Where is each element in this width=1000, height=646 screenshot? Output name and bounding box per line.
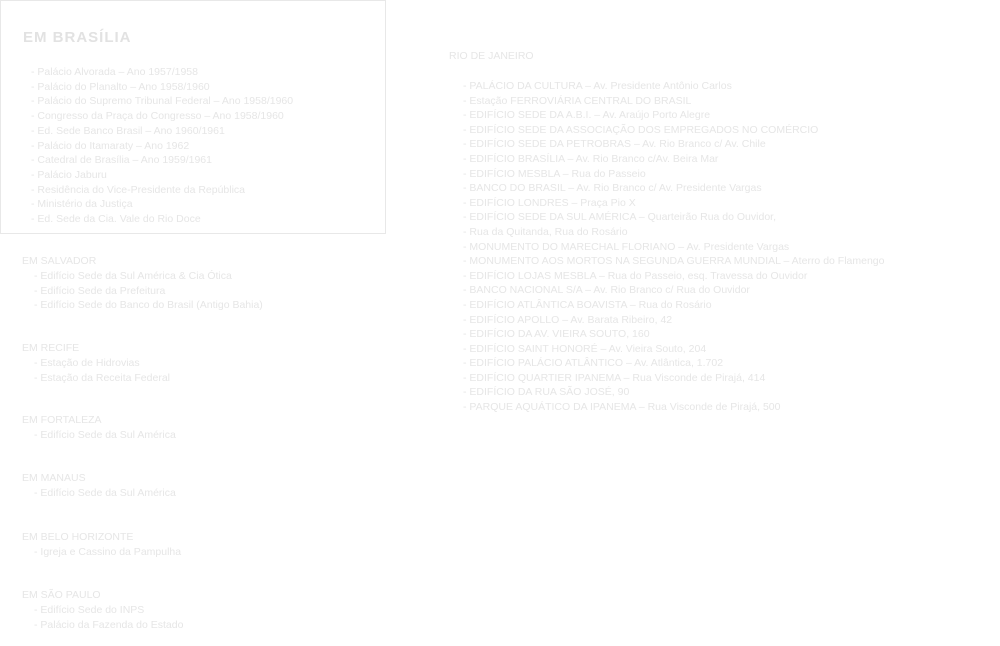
list-item: PALÁCIO DA CULTURA – Av. Presidente Antô… — [463, 79, 884, 94]
list-item: Residência do Vice-Presidente da Repúbli… — [31, 183, 293, 198]
list-item: Edifício Sede da Prefeitura — [34, 284, 263, 299]
list-item: Edifício Sede do Banco do Brasil (Antigo… — [34, 298, 262, 313]
list-item: Estação de Hidrovias — [34, 356, 170, 371]
section-list: Edifício Sede da Sul América — [22, 486, 175, 501]
section-manaus: EM MANAUS Edifício Sede da Sul América — [22, 471, 176, 501]
list-item: Estação da Receita Federal — [34, 371, 170, 386]
section-title: EM BELO HORIZONTE — [22, 531, 134, 543]
list-item: EDIFÍCIO SEDE DA SUL AMÉRICA – Quarteirã… — [463, 210, 884, 225]
list-item: EDIFÍCIO DA AV. VIEIRA SOUTO, 160 — [463, 327, 884, 342]
section-salvador: EM SALVADOR Edifício Sede da Sul América … — [22, 254, 263, 313]
section-belo-horizonte: EM BELO HORIZONTE Igreja e Cassino da Pam… — [22, 530, 181, 560]
list-item: EDIFÍCIO PALÁCIO ATLÂNTICO – Av. Atlânti… — [463, 356, 884, 371]
list-item: Palácio da Fazenda do Estado — [34, 618, 183, 633]
list-item: EDIFÍCIO BRASÍLIA – Av. Rio Branco c/Av.… — [463, 152, 884, 167]
list-item: Edifício Sede da Sul América — [34, 428, 175, 443]
list-item: EDIFÍCIO LOJAS MESBLA – Rua do Passeio, … — [463, 269, 884, 284]
list-item: Rua da Quitanda, Rua do Rosário — [463, 225, 884, 240]
section-list: Edifício Sede da Sul América — [22, 428, 175, 443]
list-item: Ed. Sede Banco Brasil – Ano 1960/1961 — [31, 124, 293, 139]
list-item: PARQUE AQUÁTICO DA IPANEMA – Rua Viscond… — [463, 400, 884, 415]
section-title: EM FORTALEZA — [22, 414, 102, 426]
list-item: EDIFÍCIO LONDRES – Praça Pio X — [463, 196, 884, 211]
list-item: Congresso da Praça do Congresso – Ano 19… — [31, 109, 293, 124]
section-list: Edifício Sede do INPSPalácio da Fazenda … — [22, 603, 183, 632]
section-list: Igreja e Cassino da Pampulha — [22, 545, 181, 560]
list-item: BANCO NACIONAL S/A – Av. Rio Branco c/ R… — [463, 283, 884, 298]
list-item: BANCO DO BRASIL – Av. Rio Branco c/ Av. … — [463, 181, 884, 196]
section-recife: EM RECIFE Estação de HidroviasEstação da … — [22, 341, 170, 385]
section-title: EM MANAUS — [22, 472, 86, 484]
list-item: MONUMENTO DO MARECHAL FLORIANO – Av. Pre… — [463, 240, 884, 255]
list-item: Igreja e Cassino da Pampulha — [34, 545, 181, 560]
section-list: Edifício Sede da Sul América & Cia Ótica… — [22, 269, 263, 313]
list-item: EDIFÍCIO MESBLA – Rua do Passeio — [463, 167, 884, 182]
section-title: EM SALVADOR — [22, 255, 97, 267]
list-item: Edifício Sede da Sul América — [34, 486, 175, 501]
list-item: EDIFÍCIO SEDE DA A.B.I. – Av. Araújo Por… — [463, 108, 884, 123]
section-rio: RIO DE JANEIRO PALÁCIO DA CULTURA – Av. … — [449, 50, 884, 415]
list-item: EDIFÍCIO QUARTIER IPANEMA – Rua Visconde… — [463, 371, 884, 386]
list-item: Palácio do Planalto – Ano 1958/1960 — [31, 80, 293, 95]
list-item: Edifício Sede da Sul América & Cia Ótica — [34, 269, 263, 284]
brasilia-box: EM BRASÍLIA Palácio Alvorada – Ano 1957/… — [0, 0, 386, 234]
list-item: Palácio do Supremo Tribunal Federal – An… — [31, 94, 293, 109]
brasilia-list: Palácio Alvorada – Ano 1957/1958Palácio … — [31, 65, 293, 227]
list-item: Edifício Sede do INPS — [34, 603, 183, 618]
list-item: Palácio Alvorada – Ano 1957/1958 — [31, 65, 293, 80]
list-item: Ed. Sede da Cia. Vale do Rio Doce — [31, 212, 293, 227]
list-item: EDIFÍCIO SEDE DA PETROBRAS – Av. Rio Bra… — [463, 137, 884, 152]
list-item: Palácio Jaburu — [31, 168, 293, 183]
list-item: EDIFÍCIO ATLÂNTICA BOAVISTA – Rua do Ros… — [463, 298, 884, 313]
list-item: EDIFÍCIO SAINT HONORÉ – Av. Vieira Souto… — [463, 342, 884, 357]
list-item: MONUMENTO AOS MORTOS NA SEGUNDA GUERRA M… — [463, 254, 884, 269]
list-item: Ministério da Justiça — [31, 197, 293, 212]
list-item: EDIFÍCIO DA RUA SÃO JOSÉ, 90 — [463, 385, 884, 400]
section-title: EM SÃO PAULO — [22, 589, 101, 601]
list-item: EDIFÍCIO APOLLO – Av. Barata Ribeiro, 42 — [463, 313, 884, 328]
section-fortaleza: EM FORTALEZA Edifício Sede da Sul América — [22, 413, 176, 443]
section-title: EM RECIFE — [22, 342, 80, 354]
rio-list: PALÁCIO DA CULTURA – Av. Presidente Antô… — [449, 79, 884, 415]
section-list: Estação de HidroviasEstação da Receita F… — [22, 356, 170, 385]
list-item: Palácio do Itamaraty – Ano 1962 — [31, 139, 293, 154]
list-item: Estação FERROVIÁRIA CENTRAL DO BRASIL — [463, 94, 884, 109]
list-item: EDIFÍCIO SEDE DA ASSOCIAÇÃO DOS EMPREGAD… — [463, 123, 884, 138]
brasilia-title: EM BRASÍLIA — [23, 29, 132, 46]
section-sao-paulo: EM SÃO PAULO Edifício Sede do INPSPalácio… — [22, 588, 183, 632]
list-item: Catedral de Brasília – Ano 1959/1961 — [31, 153, 293, 168]
rio-title: RIO DE JANEIRO — [449, 50, 534, 62]
